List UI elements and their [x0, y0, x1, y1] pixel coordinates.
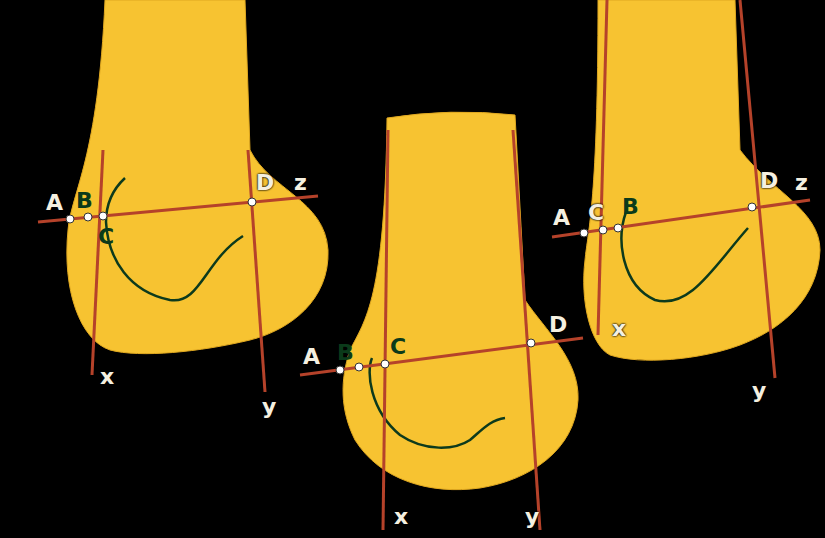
point-label: z: [294, 172, 307, 194]
left-bone: [67, 0, 328, 354]
point-label: D: [256, 172, 274, 194]
point-label: A: [46, 192, 63, 214]
point-label: D: [549, 314, 567, 336]
measure-point: [580, 229, 588, 237]
point-label: x: [612, 318, 626, 340]
measure-point: [99, 212, 107, 220]
reference-line: [300, 338, 583, 375]
point-label: z: [795, 172, 808, 194]
point-label: B: [337, 342, 354, 364]
measure-point: [336, 366, 344, 374]
measure-point: [599, 226, 607, 234]
middle-bone: [343, 112, 578, 490]
measure-point: [84, 213, 92, 221]
point-label: B: [76, 190, 93, 212]
measure-point: [355, 363, 363, 371]
physis-curve: [370, 358, 505, 448]
point-label: A: [553, 207, 570, 229]
right-bone: [584, 0, 820, 360]
point-label: B: [622, 196, 639, 218]
point-label: C: [98, 226, 114, 248]
point-label: y: [525, 506, 539, 528]
measure-point: [248, 198, 256, 206]
reference-line: [92, 150, 103, 375]
point-label: y: [752, 380, 766, 402]
point-label: C: [390, 336, 406, 358]
measure-point: [527, 339, 535, 347]
reference-line: [552, 200, 810, 237]
point-label: y: [262, 396, 276, 418]
reference-line: [383, 130, 388, 530]
measure-point: [748, 203, 756, 211]
point-label: D: [760, 170, 778, 192]
reference-line: [513, 130, 540, 530]
measure-point: [66, 215, 74, 223]
point-label: x: [394, 506, 408, 528]
measure-point: [614, 224, 622, 232]
reference-line: [598, 0, 607, 335]
measure-point: [381, 360, 389, 368]
point-label: C: [588, 202, 604, 224]
physis-curve: [106, 178, 243, 300]
point-label: A: [303, 346, 320, 368]
point-label: x: [100, 366, 114, 388]
